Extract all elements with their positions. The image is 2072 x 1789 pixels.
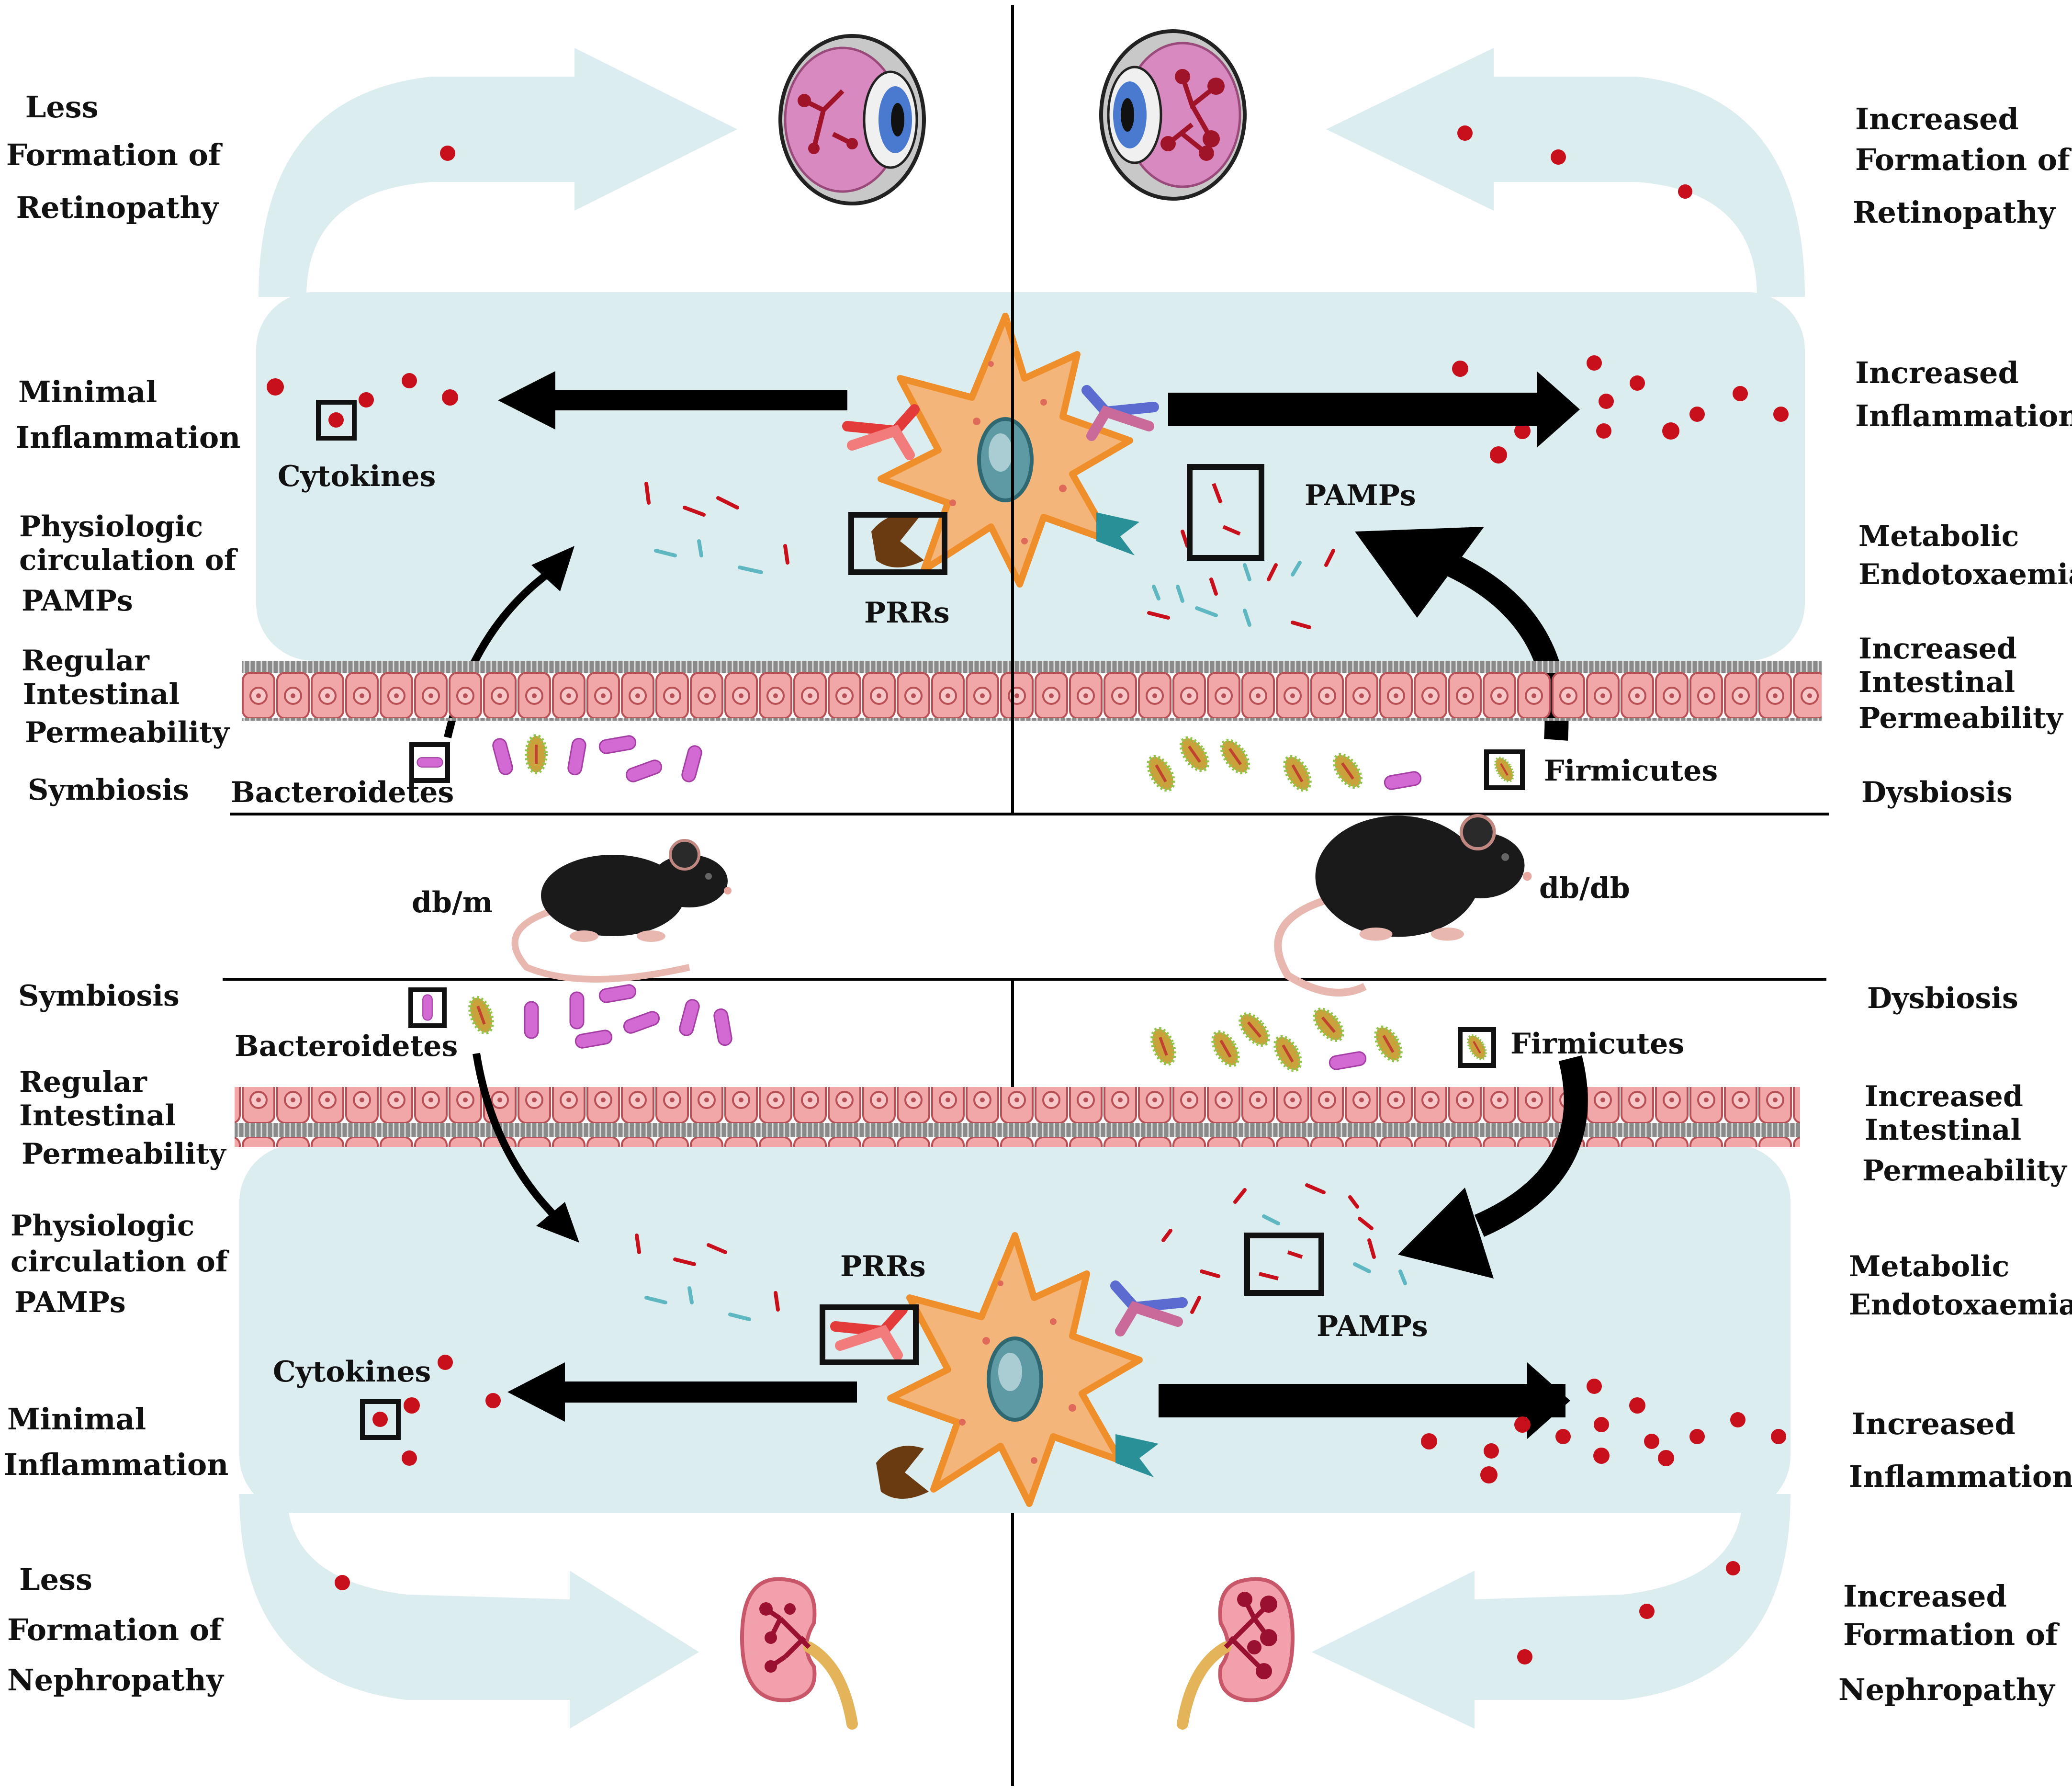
bottom-bacteria-right: [1148, 1005, 1406, 1074]
firmicutes-sample-bottom: [1465, 1033, 1489, 1062]
kidney-icon-left: [740, 1577, 858, 1730]
bottom-left-microbiota: Symbiosis: [18, 979, 180, 1013]
top-right-outcome: Increased Formation of Retinopathy: [1853, 102, 2072, 230]
bottom-left-pamps: Physiologic circulation of PAMPs: [11, 1209, 238, 1319]
bacteroidetes-sample-top: [417, 757, 443, 768]
bottom-right-microbiota: Dysbiosis: [1867, 982, 2018, 1015]
diabetic-mouse-label: db/db: [1539, 872, 1630, 905]
top-left-microbiota: Symbiosis: [28, 773, 189, 807]
pamps-box-bottom: [1244, 1233, 1324, 1296]
cytokines-box-top: [316, 400, 357, 441]
top-curve-arrowhead-left: [531, 546, 574, 591]
top-right-inflammation: Increased Inflammation: [1855, 355, 2072, 433]
bottom-left-prrs: PRRs: [840, 1250, 926, 1283]
mouse-icon-dbm: [511, 839, 732, 983]
top-panel: [256, 48, 1805, 661]
top-left-outcome: Less Formation of Retinopathy: [6, 90, 231, 225]
top-left-pamps: Physiologic circulation of PAMPs: [19, 510, 247, 618]
bottom-left-bacteria: Bacteroidetes: [235, 1030, 458, 1063]
bacteroidetes-box-top: [409, 742, 450, 783]
prrs-box-top: [848, 512, 947, 575]
bottom-right-inflammation: Increased Inflammation: [1849, 1406, 2072, 1494]
top-left-permeability: Regular Intestinal Permeability: [22, 644, 230, 749]
firmicutes-box-bottom: [1458, 1027, 1496, 1068]
bottom-bacteria-left: [466, 983, 733, 1050]
bottom-cytokines: [335, 1355, 1786, 1664]
bottom-curve-arrowhead-left: [536, 1202, 579, 1243]
eye-icon-right: [1099, 29, 1247, 201]
top-pamps-right: [1147, 530, 1335, 629]
bottom-curve-arrow-left: [473, 1053, 568, 1229]
top-right-permeability: Increased Intestinal Permeability: [1858, 632, 2064, 735]
top-right-bacteria: Firmicutes: [1544, 754, 1718, 788]
top-left-inflammation: Minimal Inflammation: [16, 374, 240, 455]
bottom-pamps-right: [1161, 1183, 1407, 1314]
bottom-right-outcome: Increased Formation of Nephropathy: [1838, 1579, 2068, 1707]
bottom-left-outcome: Less Formation of Nephropathy: [7, 1562, 232, 1698]
bottom-right-pamps: PAMPs: [1317, 1310, 1428, 1343]
left-curved-arrow-bottom: [239, 1494, 699, 1729]
top-bacteria-right: [1144, 734, 1423, 794]
bottom-right-endotoxaemia: Metabolic Endotoxaemia: [1849, 1250, 2072, 1322]
top-right-pamps: PAMPs: [1305, 479, 1416, 512]
cytokine-sample-top: [328, 412, 344, 428]
bottom-left-cytokines: Cytokines: [273, 1355, 431, 1389]
bottom-left-inflammation: Minimal Inflammation: [4, 1402, 228, 1482]
top-arrow-right: [1168, 371, 1580, 448]
pamp-sample-top-2: [1222, 525, 1241, 536]
bottom-curve-arrow-right: [1474, 1055, 1588, 1237]
firmicutes-sample-top: [1492, 755, 1517, 784]
right-curved-arrow-top: [1326, 48, 1805, 297]
cytokines-box-bottom: [360, 1399, 401, 1440]
pamp-sample-bottom-2: [1287, 1250, 1303, 1259]
top-curve-arrowhead-right: [1355, 527, 1484, 618]
bottom-left-permeability: Regular Intestinal Permeability: [19, 1065, 227, 1171]
right-curved-arrow-bottom: [1312, 1494, 1790, 1729]
top-left-prrs: PRRs: [864, 596, 950, 630]
bottom-right-permeability: Increased Intestinal Permeability: [1862, 1080, 2068, 1188]
bottom-arrow-right: [1159, 1362, 1570, 1439]
pamp-sample-top: [1212, 483, 1223, 504]
bacteroidetes-box-bottom: [408, 987, 447, 1028]
top-right-endotoxaemia: Metabolic Endotoxaemia: [1858, 520, 2072, 591]
top-bacteria-left: [491, 735, 704, 784]
top-pamps-left: [644, 482, 789, 574]
kidney-icon-right: [1177, 1577, 1295, 1730]
pamps-box-top: [1187, 464, 1264, 561]
firmicutes-box-top: [1484, 749, 1525, 790]
bacteroidetes-sample-bottom: [422, 994, 433, 1021]
cytokine-sample-bottom: [372, 1412, 388, 1427]
control-mouse-label: db/m: [412, 886, 493, 919]
top-left-cytokines: Cytokines: [278, 460, 436, 493]
bottom-arrow-left: [507, 1362, 857, 1422]
pamp-sample-bottom: [1259, 1272, 1279, 1280]
top-cytokines: [267, 125, 1789, 464]
eye-icon-left: [778, 34, 926, 205]
bottom-pamps-left: [635, 1234, 780, 1321]
bottom-right-bacteria: Firmicutes: [1510, 1027, 1684, 1061]
top-left-bacteria: Bacteroidetes: [231, 776, 454, 809]
prrs-box-bottom: [820, 1304, 919, 1365]
top-right-microbiota: Dysbiosis: [1861, 776, 2013, 809]
bottom-curve-arrowhead-right: [1398, 1188, 1494, 1279]
left-curved-arrow-top: [259, 48, 737, 297]
top-arrow-left: [498, 371, 847, 430]
mouse-icon-dbdb: [1274, 814, 1532, 996]
top-intestinal-epithelium: [242, 661, 1822, 721]
